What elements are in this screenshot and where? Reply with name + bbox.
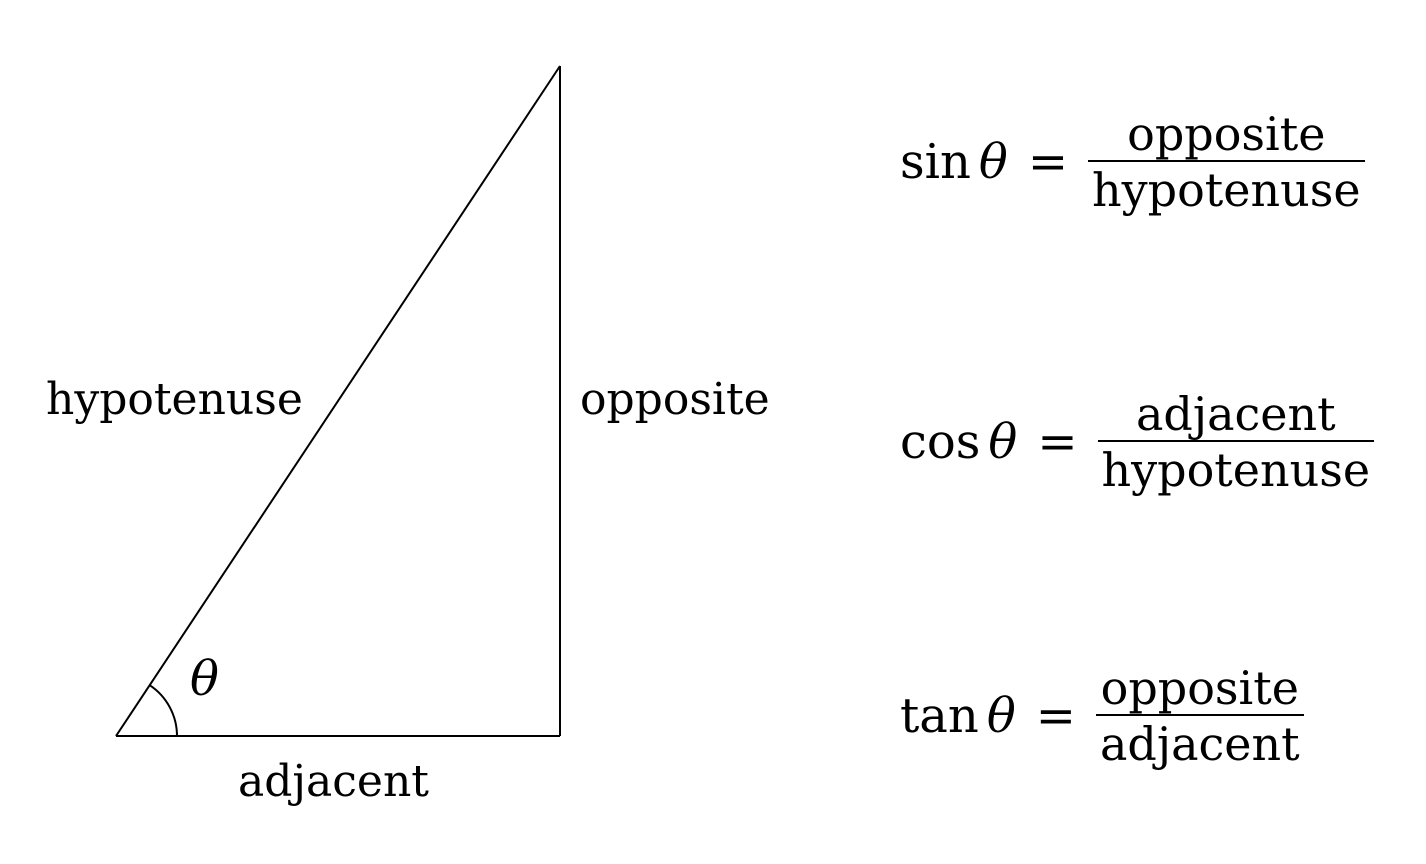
cos-fraction-bar [1097, 440, 1375, 443]
hypotenuse-side [115, 65, 561, 737]
tan-theta: θ [986, 688, 1016, 745]
hypotenuse-label: hypotenuse [46, 374, 303, 425]
sin-theta: θ [978, 134, 1008, 191]
sin-denominator: hypotenuse [1092, 163, 1361, 218]
sin-equals: = [1027, 134, 1069, 191]
cos-equals: = [1037, 414, 1078, 471]
cos-denominator: hypotenuse [1101, 443, 1371, 498]
cos-fn-name: cos [900, 414, 981, 471]
sin-formula: sin θ = opposite hypotenuse [900, 110, 1365, 215]
opposite-label: opposite [580, 374, 770, 425]
sin-fn-name: sin [900, 134, 971, 191]
tan-formula: tan θ = opposite adjacent [900, 664, 1304, 769]
angle-arc [149, 684, 178, 737]
tan-numerator: opposite [1100, 661, 1299, 715]
sin-fraction: opposite hypotenuse [1088, 110, 1365, 215]
tan-fn-name: tan [900, 688, 979, 745]
theta-label: θ [190, 651, 219, 707]
cos-formula: cos θ = adjacent hypotenuse [900, 387, 1375, 498]
adjacent-label: adjacent [238, 756, 429, 807]
tan-equals: = [1035, 688, 1076, 745]
tan-fraction-bar [1095, 714, 1304, 717]
tan-fraction: opposite adjacent [1095, 661, 1304, 772]
cos-numerator: adjacent [1135, 387, 1336, 441]
cos-fraction: adjacent hypotenuse [1097, 387, 1375, 498]
cos-theta: θ [988, 414, 1018, 471]
sin-fraction-bar [1088, 160, 1365, 163]
sin-numerator: opposite [1127, 107, 1326, 161]
tan-denominator: adjacent [1099, 717, 1300, 772]
